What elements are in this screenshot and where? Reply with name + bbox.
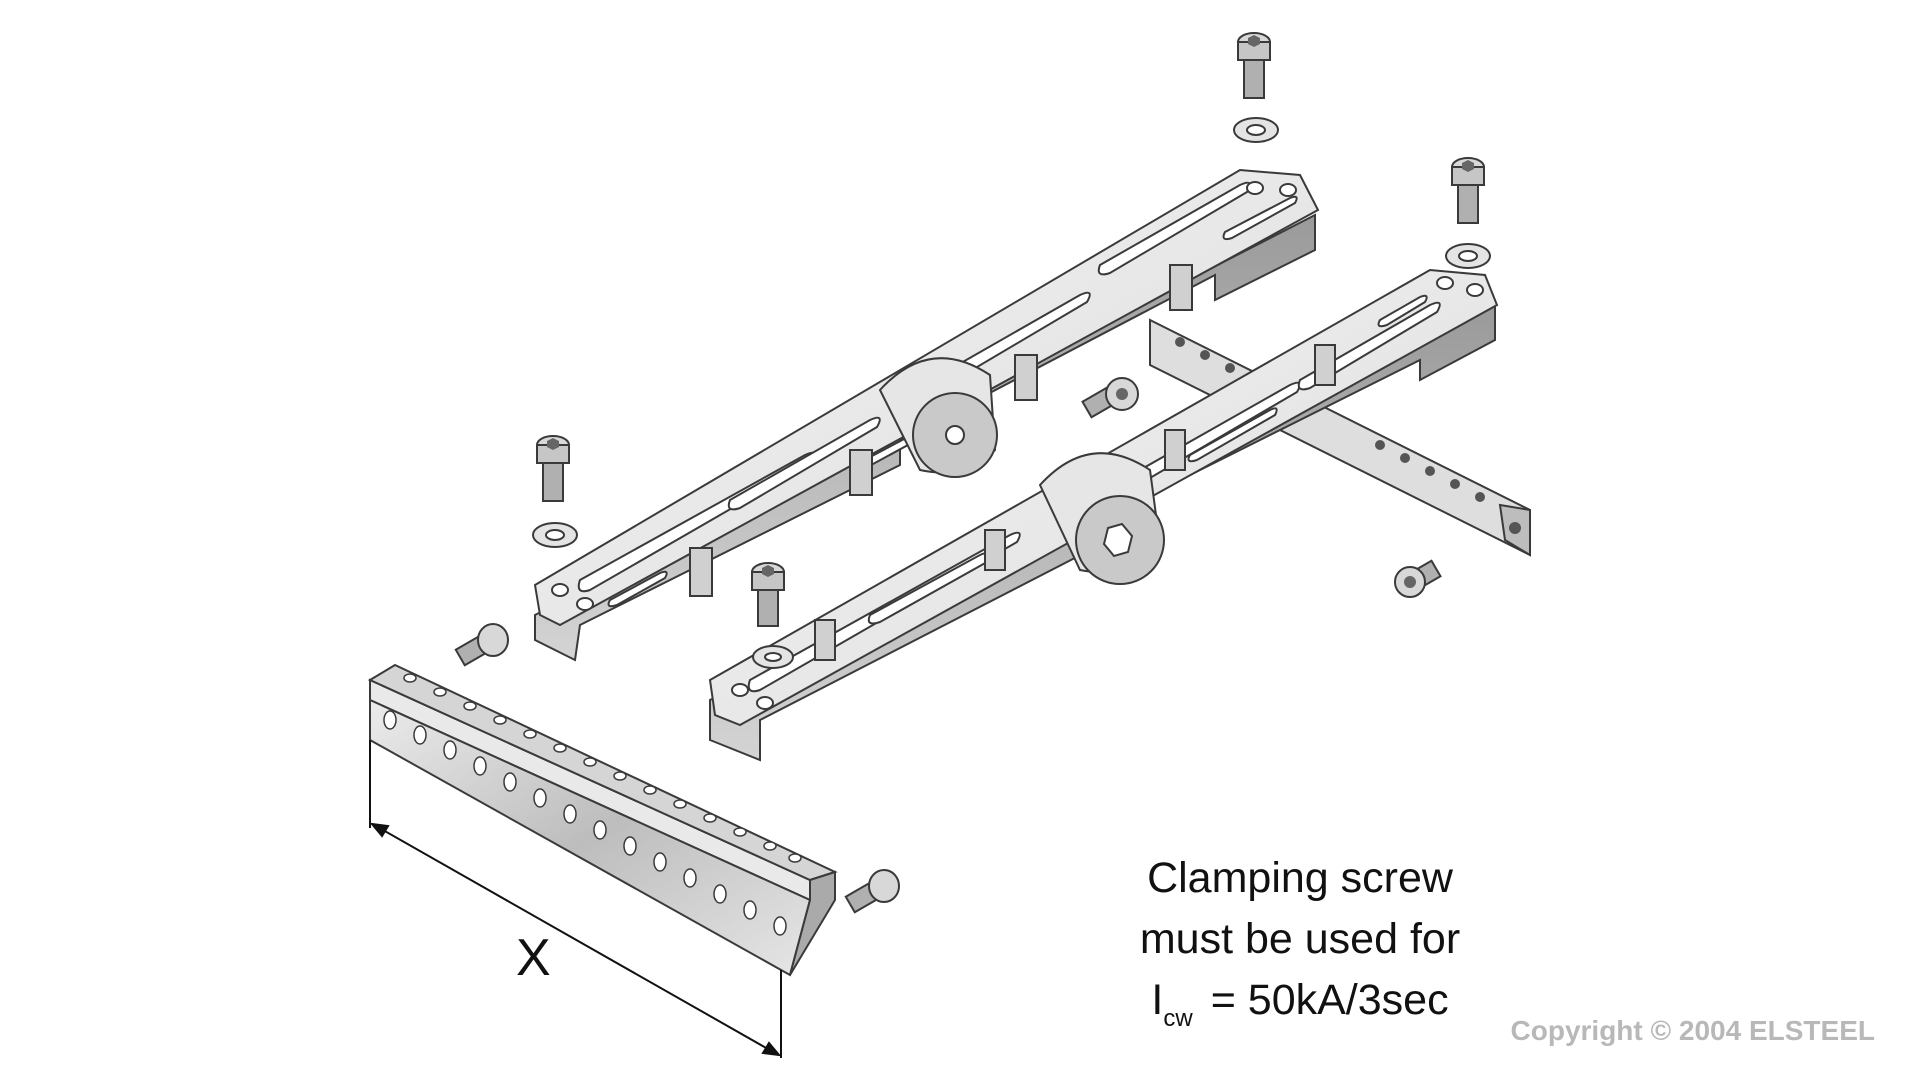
dimension-line-x [369, 740, 782, 1058]
front-angle-bar [367, 663, 838, 977]
screw-top-2 [1451, 157, 1485, 224]
note-line-2: must be used for [1139, 915, 1461, 963]
note-symbol: I [1151, 976, 1164, 1024]
note-symbol-subscript: cw [1163, 1005, 1193, 1032]
note-value: = 50kA/3sec [1210, 976, 1449, 1024]
washer-center [752, 645, 794, 669]
washer-top-2 [1445, 243, 1491, 269]
clamping-screw-middle [1081, 377, 1139, 419]
clamping-screw-left [454, 623, 509, 667]
dimension-label-x: X [516, 929, 551, 987]
screw-left-1 [536, 435, 570, 502]
note-line-3: Icw = 50kA/3sec [1090, 970, 1510, 1049]
copyright-notice: Copyright © 2004 ELSTEEL [1510, 1015, 1875, 1046]
upper-arm-bracket [533, 168, 1320, 662]
note-line-1: Clamping screw [1147, 854, 1453, 902]
screw-top-1 [1237, 32, 1271, 99]
clamping-note: Clamping screw must be used for Icw = 50k… [1090, 848, 1510, 1049]
washer-left-1 [532, 522, 578, 548]
lower-arm-bracket [708, 268, 1499, 762]
clamping-screw-right [1394, 559, 1442, 598]
screw-center [751, 562, 785, 627]
washer-top-1 [1233, 117, 1279, 143]
clamping-screw-bottom [844, 869, 900, 914]
